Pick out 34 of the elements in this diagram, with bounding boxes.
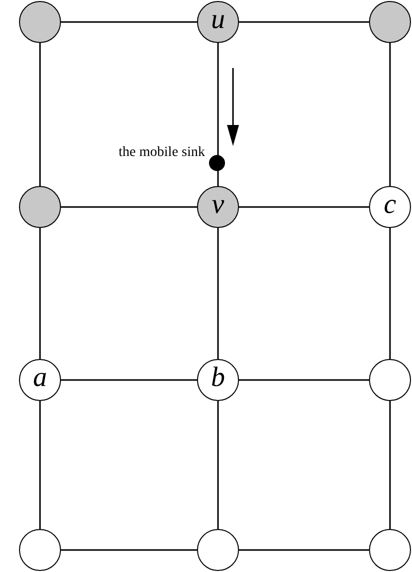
node-label: b	[211, 364, 225, 392]
connector-line	[389, 228, 391, 359]
node-circle	[197, 529, 239, 571]
node-circle	[19, 359, 61, 401]
node-label: a	[33, 364, 47, 392]
node-circle	[197, 1, 239, 43]
node-circle	[369, 186, 411, 228]
connector-line	[239, 206, 369, 208]
node-circle	[369, 1, 411, 43]
connector-line	[61, 206, 197, 208]
node-circle	[19, 186, 61, 228]
connector-line	[389, 43, 391, 186]
node-label: v	[212, 191, 224, 219]
connector-line	[39, 43, 41, 186]
connector-line	[61, 379, 197, 381]
connector-line	[217, 228, 219, 359]
node-circle	[19, 529, 61, 571]
connector-line	[61, 21, 197, 23]
connector-line	[39, 401, 41, 529]
connector-line	[239, 549, 369, 551]
connector-line	[389, 401, 391, 529]
node-label: c	[384, 191, 396, 219]
connector-line	[61, 549, 197, 551]
connector-line	[239, 21, 369, 23]
connector-line	[39, 228, 41, 359]
node-circle	[19, 1, 61, 43]
node-label: u	[211, 6, 225, 34]
node-circle	[369, 359, 411, 401]
connector-line	[239, 379, 369, 381]
connector-line	[217, 401, 219, 529]
sink-label: the mobile sink	[118, 145, 205, 161]
node-circle	[197, 186, 239, 228]
node-circle	[369, 529, 411, 571]
node-circle	[197, 359, 239, 401]
